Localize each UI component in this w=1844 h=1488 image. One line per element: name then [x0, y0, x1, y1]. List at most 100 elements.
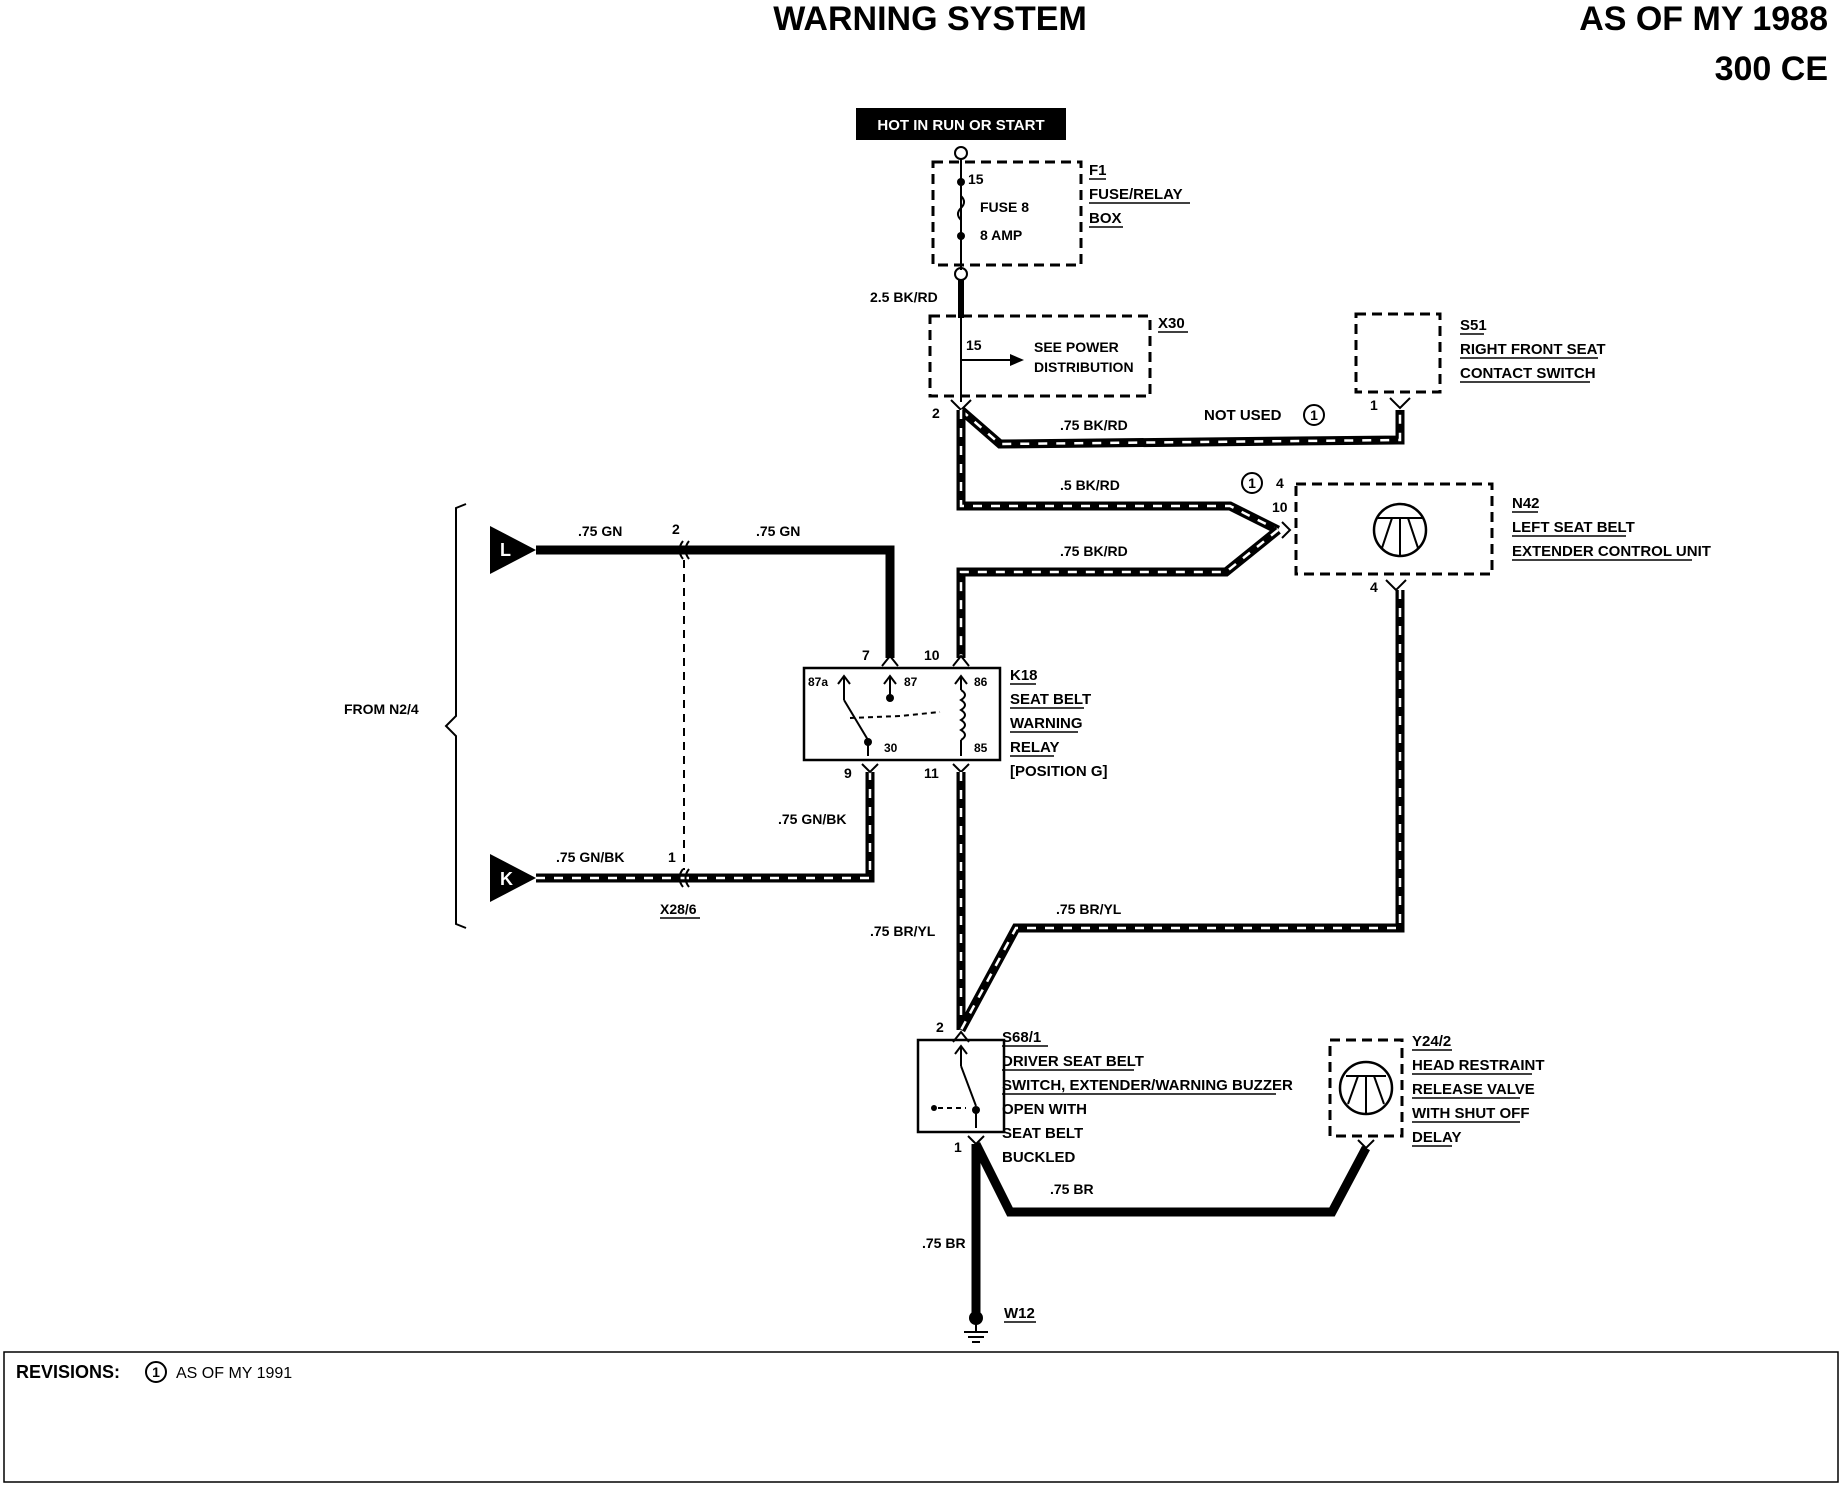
s68-note: OPEN WITH	[1002, 1101, 1087, 1118]
x28-pin-1: 1	[668, 849, 676, 865]
revision-mark: 1	[1248, 475, 1256, 491]
wire-label: .75 GN	[756, 523, 800, 539]
s68-switch-box	[916, 1038, 1006, 1134]
terminal-circle	[954, 146, 968, 160]
wire-green	[536, 545, 895, 658]
wire-label: .75 BR/YL	[870, 923, 936, 939]
k18-id: K18	[1010, 667, 1038, 684]
n42-control-unit-box	[1294, 482, 1494, 576]
wire-brown-yellow-n42	[957, 590, 1405, 1033]
wire-label: .75 BK/RD	[1060, 417, 1128, 433]
s68-name-2: SWITCH, EXTENDER/WARNING BUZZER	[1002, 1077, 1293, 1094]
connector-chevron	[881, 654, 899, 667]
wire-label: .75 BR/YL	[1056, 901, 1122, 917]
y24-name: HEAD RESTRAINT	[1412, 1057, 1545, 1074]
k18-pin-7: 7	[862, 647, 870, 663]
wire-label: .5 BK/RD	[1060, 477, 1120, 493]
node-dot	[957, 232, 965, 240]
fuse-rating: 8 AMP	[980, 227, 1022, 243]
connector-chevron	[952, 1030, 970, 1043]
k18-pin-9: 9	[844, 765, 852, 781]
s51-switch-box	[1354, 312, 1442, 394]
s68-pin-top: 2	[936, 1019, 944, 1035]
connector-chevron	[1385, 579, 1407, 592]
model-name: 300 CE	[1715, 50, 1828, 88]
power-tag: HOT IN RUN OR START	[877, 117, 1044, 134]
power-tag-box	[856, 108, 1066, 140]
switch-arm	[960, 1065, 977, 1107]
w12-id: W12	[1004, 1305, 1035, 1322]
x30-pin-in: 15	[966, 337, 982, 353]
connector-l-icon	[490, 526, 536, 574]
s51-pin: 1	[1370, 397, 1378, 413]
s68-note-2: SEAT BELT	[1002, 1125, 1083, 1142]
wire-label: .75 GN	[578, 523, 622, 539]
k18-position: [POSITION G]	[1010, 763, 1108, 780]
f1-pin: 15	[968, 171, 984, 187]
ground-point	[969, 1311, 983, 1325]
x30-id: X30	[1158, 315, 1185, 332]
f1-name-2: BOX	[1089, 210, 1122, 227]
x30-connector-box	[928, 314, 1152, 398]
connector-chevron	[952, 763, 970, 774]
revisions-label: REVISIONS:	[16, 1362, 120, 1382]
y24-name-2: RELEASE VALVE	[1412, 1081, 1535, 1098]
x30-note: SEE POWER	[1034, 339, 1119, 355]
y24-name-3: WITH SHUT OFF	[1412, 1105, 1529, 1122]
f1-fuse-box	[931, 160, 1083, 267]
n42-name-2: EXTENDER CONTROL UNIT	[1512, 543, 1711, 560]
bracket	[444, 503, 467, 929]
relay-switch-arm	[843, 699, 869, 741]
k18-name-3: RELAY	[1010, 739, 1059, 756]
fuse-label: FUSE 8	[980, 199, 1029, 215]
k18-t85: 85	[974, 741, 988, 755]
s68-name: DRIVER SEAT BELT	[1002, 1053, 1144, 1070]
s68-id: S68/1	[1002, 1029, 1041, 1046]
diagram-title: WARNING SYSTEM	[773, 0, 1087, 38]
wire-brown-y24	[971, 1141, 1370, 1217]
n42-pin-a: 4	[1276, 475, 1284, 491]
revisions-box	[3, 1351, 1839, 1483]
connector-chevron	[952, 654, 970, 667]
n42-pin-b: 10	[1272, 499, 1288, 515]
connector-chevron	[1389, 397, 1411, 410]
x28-id: X28/6	[660, 901, 697, 917]
f1-id: F1	[1089, 162, 1107, 179]
model-year: AS OF MY 1988	[1579, 0, 1828, 38]
x28-connector-icon	[678, 868, 684, 888]
connector-chevron	[1357, 1139, 1375, 1150]
k18-t30: 30	[884, 741, 898, 755]
y24-id: Y24/2	[1412, 1033, 1451, 1050]
f1-name: FUSE/RELAY	[1089, 186, 1183, 203]
wire-label: .75 GN/BK	[556, 849, 624, 865]
revisions-text: AS OF MY 1991	[176, 1365, 292, 1382]
k18-pin-11: 11	[924, 765, 939, 781]
revisions-mark: 1	[152, 1364, 160, 1380]
revision-mark-icon	[1241, 472, 1263, 494]
fuse-icon	[957, 195, 965, 221]
s51-name-2: CONTACT SWITCH	[1460, 365, 1596, 382]
relay-coil-icon	[959, 689, 966, 741]
wire-label: .75 BR	[922, 1235, 966, 1251]
n42-pin-c: 4	[1370, 579, 1378, 595]
y24-valve-box	[1328, 1038, 1404, 1138]
wire-label: .75 BR	[1050, 1181, 1094, 1197]
k18-t87: 87	[904, 675, 918, 689]
wire-x30-s51	[958, 406, 1405, 449]
connector-chevron	[1281, 521, 1292, 539]
node-dot	[957, 178, 965, 186]
revision-mark: 1	[1310, 407, 1318, 423]
revision-mark-icon	[1303, 404, 1325, 426]
y24-name-4: DELAY	[1412, 1129, 1461, 1146]
k18-relay-box	[802, 666, 1002, 762]
x30-pin-out: 2	[932, 405, 940, 421]
k18-t87a: 87a	[808, 675, 828, 689]
s51-name: RIGHT FRONT SEAT	[1460, 341, 1606, 358]
s51-id: S51	[1460, 317, 1487, 334]
wire-label: 2.5 BK/RD	[870, 289, 938, 305]
revision-mark-icon	[145, 1361, 167, 1383]
k18-name: SEAT BELT	[1010, 691, 1091, 708]
connector-k-icon	[490, 854, 536, 902]
wire-label: .75 BK/RD	[1060, 543, 1128, 559]
